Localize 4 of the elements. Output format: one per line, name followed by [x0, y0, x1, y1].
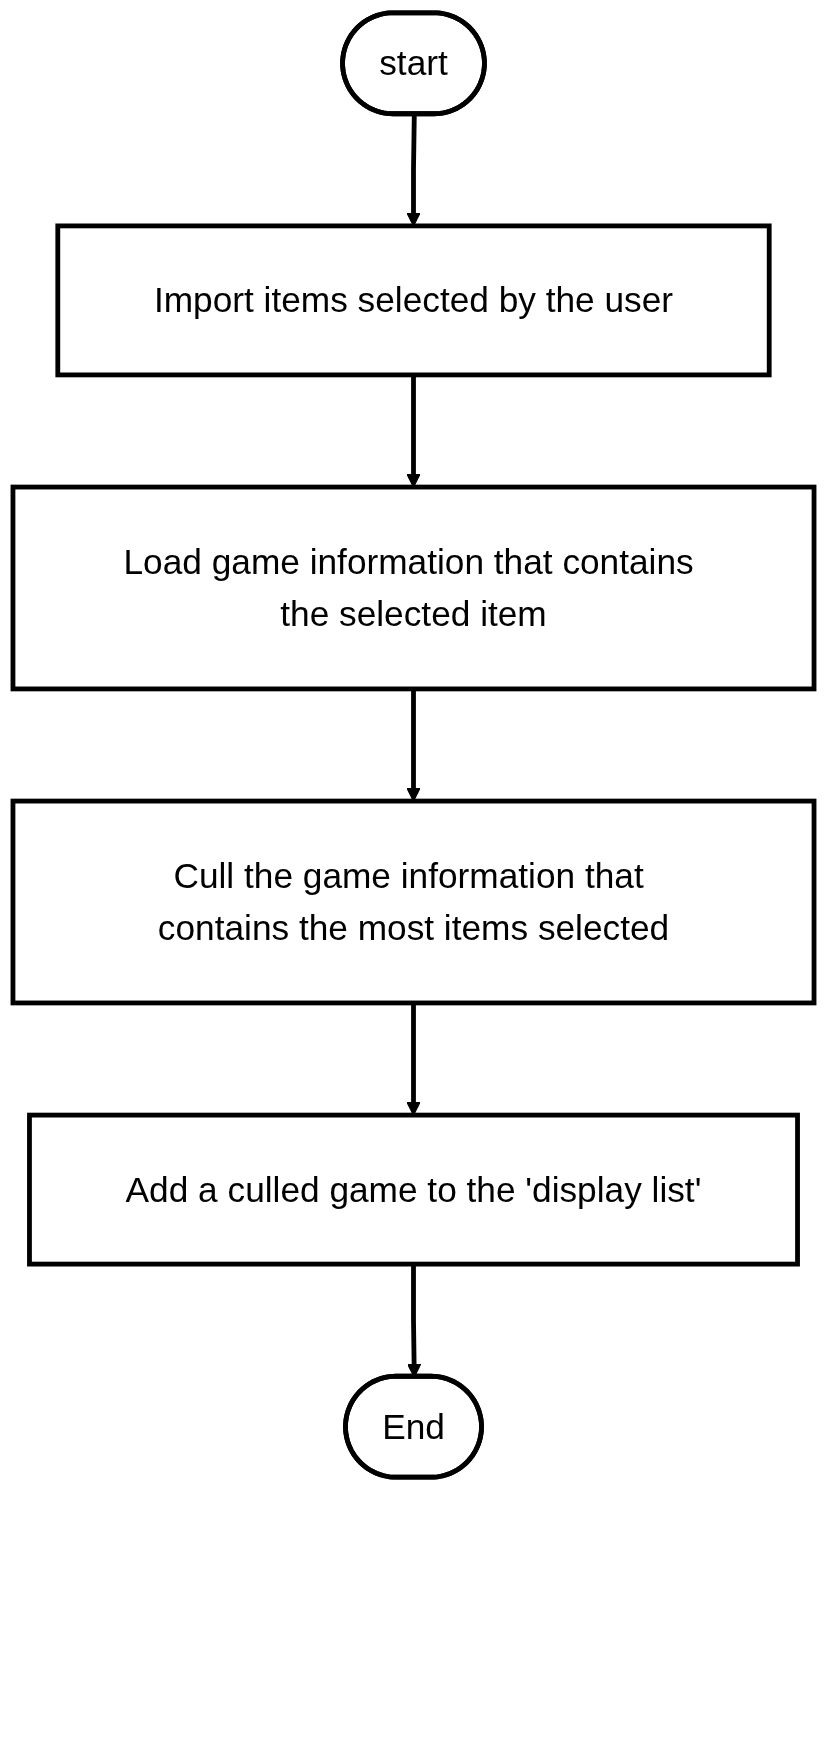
node-box: Cull the game information that contains the most items selected [10, 798, 817, 1006]
node-box: Import items selected by the user [55, 223, 772, 378]
node-box: Load game information that contains the selected item [10, 484, 817, 692]
node-box: Add a culled game to the 'display list' [27, 1112, 800, 1267]
